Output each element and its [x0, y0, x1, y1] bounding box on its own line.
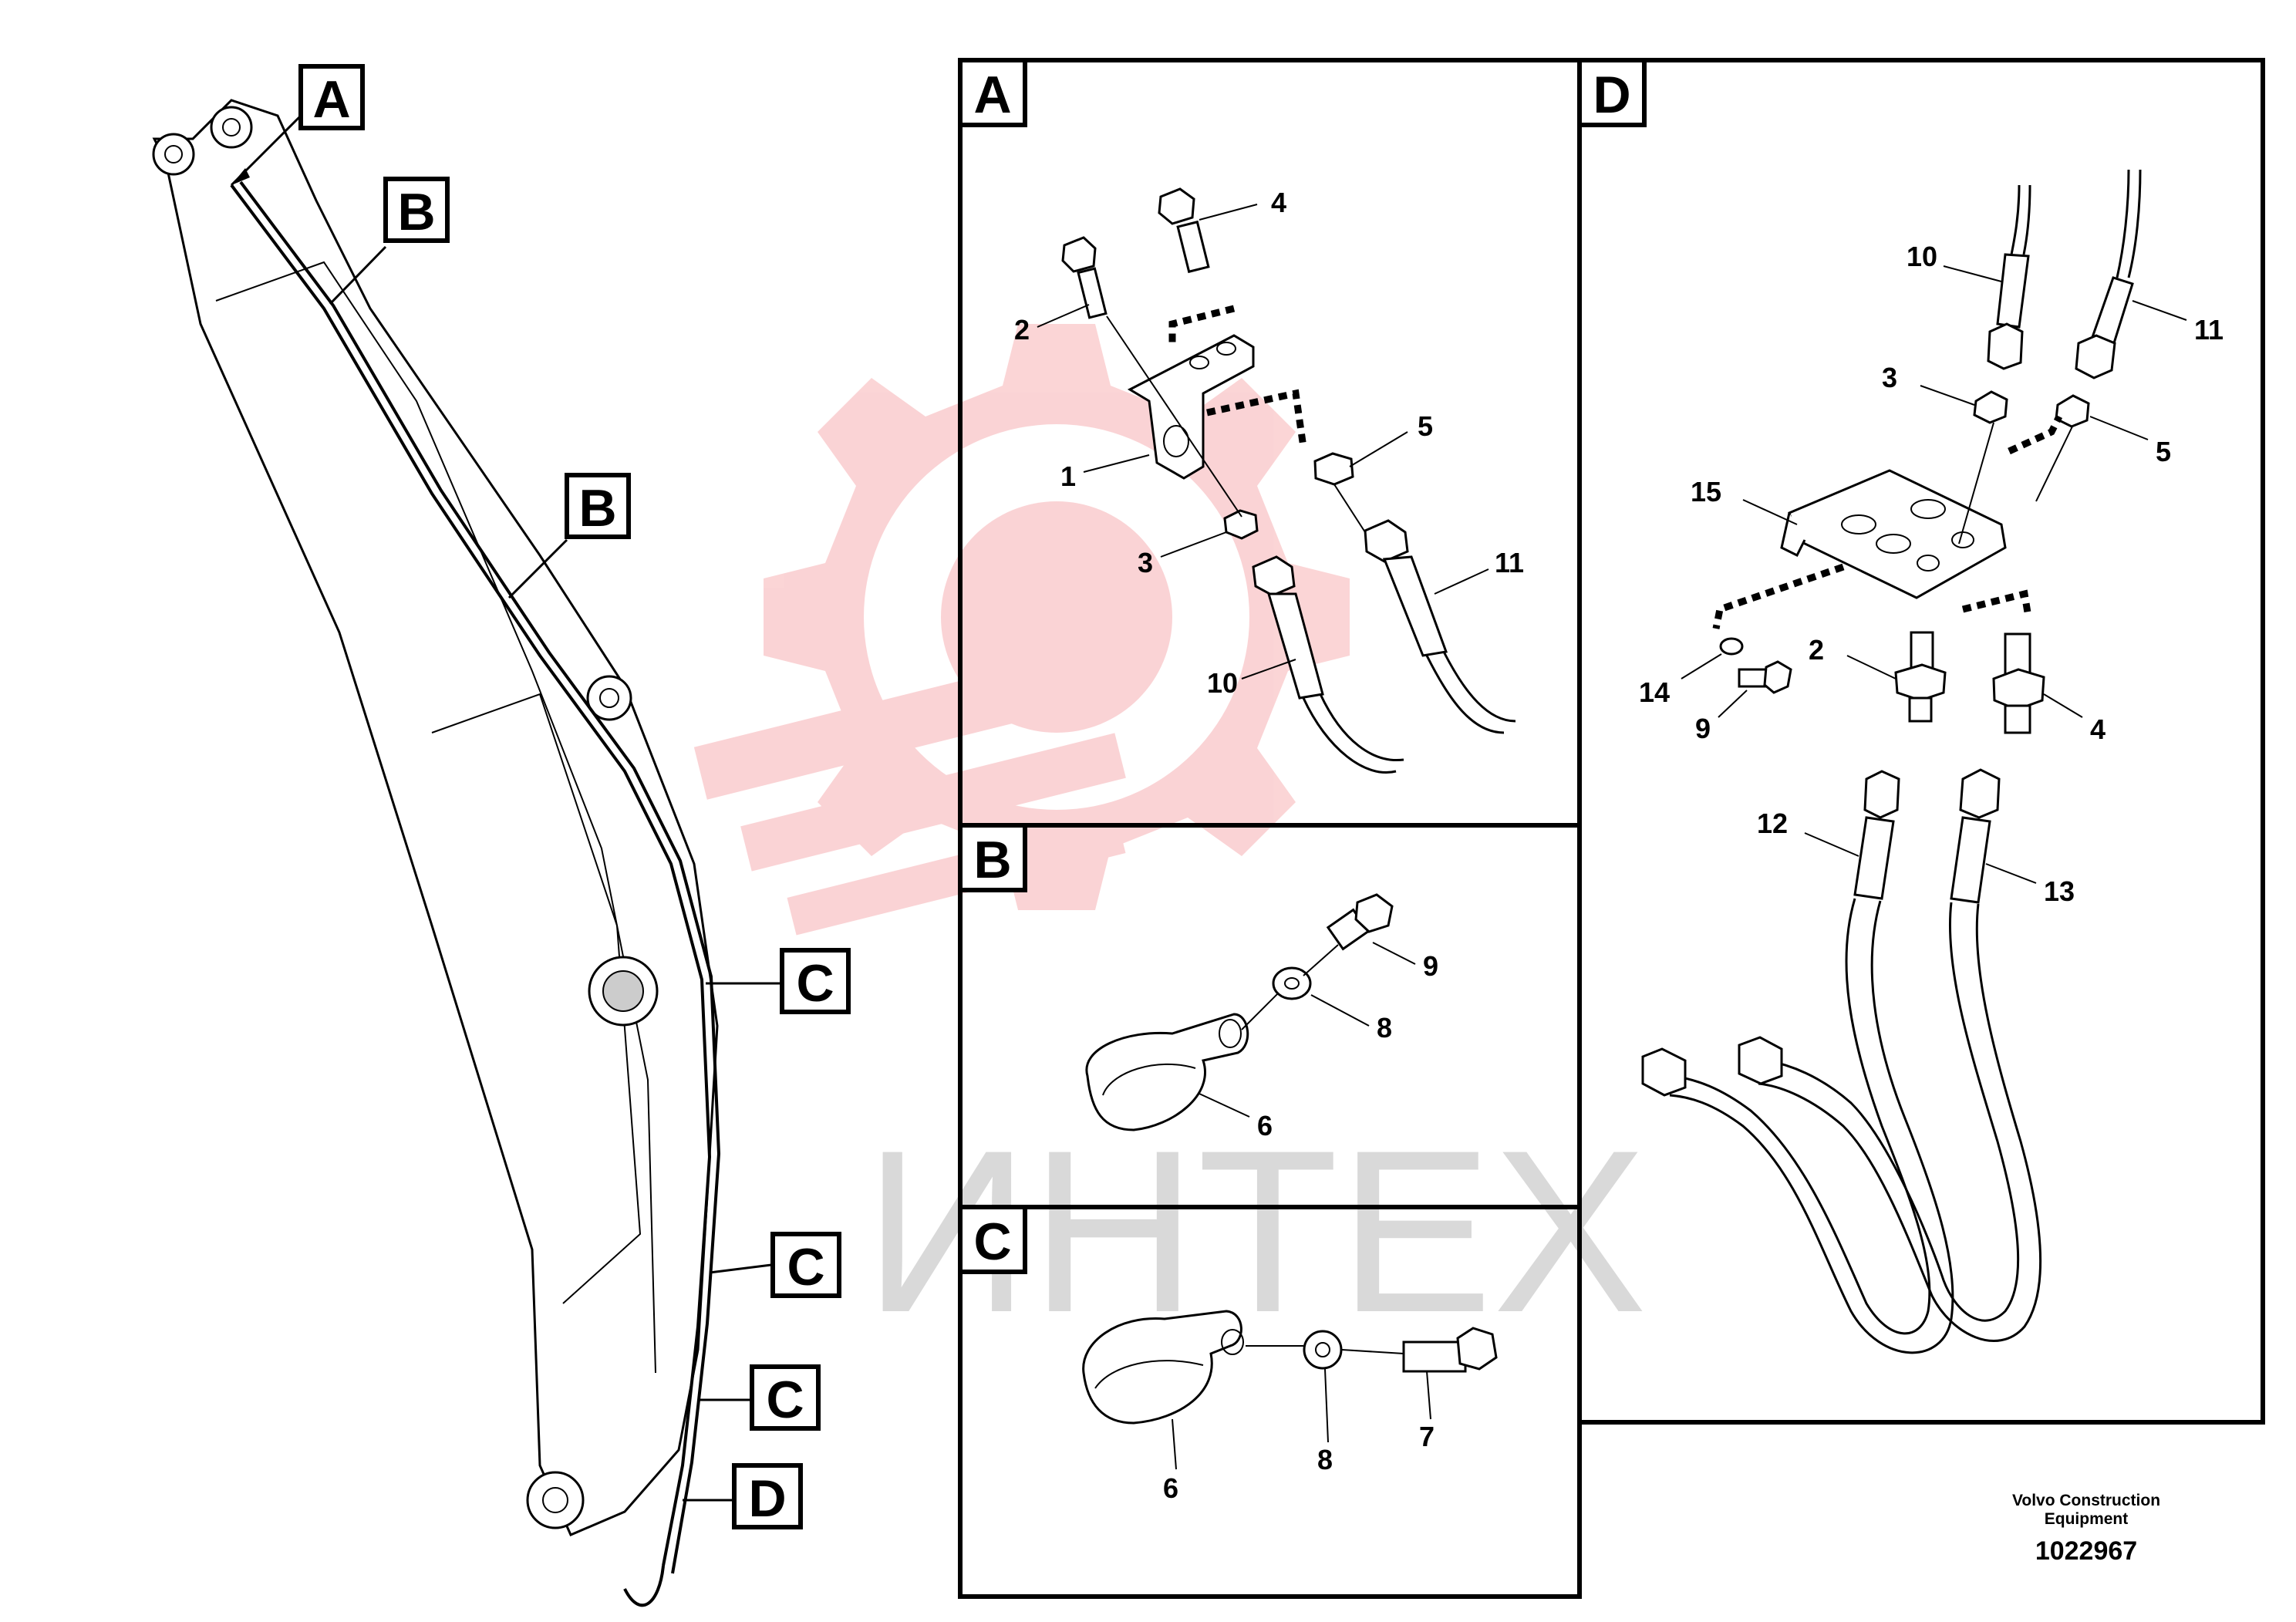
panel-a-labels: 2 1 3 4 5 10 11 — [1014, 187, 1524, 699]
panel-tag-d: D — [1577, 58, 1647, 127]
bracket-icon — [1127, 334, 1255, 480]
panel-c-labels: 6 8 7 — [1163, 1368, 1435, 1504]
svg-text:11: 11 — [1495, 547, 1524, 578]
panel-tag-b: B — [958, 823, 1027, 892]
callout-box-a: A — [298, 64, 365, 130]
callout-box-d: D — [732, 1463, 803, 1529]
svg-text:3: 3 — [1138, 547, 1153, 578]
hose-icon — [1641, 770, 1954, 1354]
svg-text:6: 6 — [1163, 1472, 1178, 1504]
svg-text:8: 8 — [1317, 1444, 1333, 1475]
panel-tag-c: C — [958, 1205, 1027, 1274]
svg-text:B: B — [973, 831, 1011, 889]
panel-tags: A B C D — [958, 58, 1647, 1274]
callout-box-b-upper: B — [383, 177, 450, 243]
clamp-icon — [1085, 1013, 1249, 1131]
svg-text:5: 5 — [1418, 410, 1433, 442]
svg-text:5: 5 — [2156, 436, 2171, 467]
washer-icon — [1303, 1330, 1343, 1370]
svg-text:3: 3 — [1882, 362, 1897, 393]
panel-b-drawing: 9 8 6 — [1085, 893, 1438, 1141]
svg-text:14: 14 — [1639, 676, 1670, 708]
svg-text:4: 4 — [2090, 713, 2106, 745]
hose-icon — [1333, 484, 1516, 734]
nut-icon — [1313, 452, 1354, 486]
svg-text:13: 13 — [2044, 875, 2075, 907]
bolt-icon — [1158, 187, 1210, 274]
hose-icon — [1987, 184, 2031, 370]
washer-icon — [1719, 637, 1744, 656]
nut-icon — [1973, 390, 2008, 424]
svg-text:4: 4 — [1271, 187, 1286, 218]
svg-text:1: 1 — [1060, 460, 1076, 492]
svg-text:B: B — [397, 183, 435, 241]
washer-icon — [1272, 966, 1312, 1000]
bolt-icon — [1738, 660, 1792, 694]
bolt-icon — [1326, 893, 1394, 951]
svg-text:8: 8 — [1377, 1012, 1392, 1044]
arm-overview — [152, 99, 721, 1607]
footer-block: Volvo Construction Equipment 1022967 — [2012, 1492, 2160, 1566]
svg-text:D: D — [748, 1469, 786, 1528]
panel-a-drawing: 2 1 3 4 5 10 11 — [1014, 187, 1524, 774]
panel-c-drawing: 6 8 7 — [1082, 1310, 1498, 1504]
svg-text:10: 10 — [1207, 667, 1238, 699]
svg-text:2: 2 — [1809, 634, 1824, 666]
overview-callouts: A B B C C C D — [230, 64, 851, 1529]
callout-box-c-1: C — [780, 948, 851, 1014]
hose-icon — [2075, 169, 2142, 379]
panel-d-labels: 10 11 3 5 15 2 4 14 9 12 13 — [1639, 241, 2224, 907]
svg-text:B: B — [578, 479, 616, 538]
svg-text:A: A — [312, 70, 350, 129]
svg-text:15: 15 — [1691, 476, 1721, 508]
svg-text:A: A — [973, 66, 1011, 124]
panel-tag-a: A — [958, 58, 1027, 127]
svg-text:C: C — [796, 954, 834, 1013]
company-name-line1: Volvo Construction — [2012, 1492, 2160, 1509]
drawing-number: 1022967 — [2035, 1536, 2137, 1566]
svg-text:10: 10 — [1907, 241, 1937, 272]
clamp-icon — [1082, 1310, 1244, 1425]
svg-text:6: 6 — [1257, 1110, 1273, 1141]
panel-b-labels: 9 8 6 — [1199, 942, 1438, 1141]
company-name-line2: Equipment — [2045, 1510, 2129, 1528]
callout-box-b-lower: B — [565, 473, 631, 539]
svg-text:9: 9 — [1423, 950, 1438, 982]
hose-icon — [1106, 315, 1404, 774]
svg-text:12: 12 — [1757, 808, 1788, 839]
bolt-icon — [1061, 236, 1108, 319]
callout-box-c-3: C — [750, 1364, 821, 1431]
svg-text:D: D — [1593, 66, 1630, 124]
hose-icon — [1738, 768, 2042, 1342]
svg-text:11: 11 — [2194, 314, 2224, 346]
svg-text:9: 9 — [1695, 713, 1711, 744]
panel-d-drawing: 10 11 3 5 15 2 4 14 9 12 13 — [1639, 169, 2224, 1354]
callout-box-c-2: C — [770, 1232, 841, 1298]
adapter-icon — [1992, 632, 2045, 734]
svg-text:C: C — [766, 1371, 804, 1429]
svg-text:C: C — [973, 1212, 1011, 1271]
svg-text:7: 7 — [1419, 1421, 1435, 1452]
adapter-icon — [1894, 631, 1947, 723]
svg-text:2: 2 — [1014, 314, 1030, 346]
bolt-icon — [1402, 1327, 1498, 1373]
svg-text:C: C — [787, 1238, 824, 1297]
panel-frames — [958, 58, 2265, 1599]
nut-icon — [2055, 394, 2090, 428]
plate-icon — [1780, 469, 2007, 599]
